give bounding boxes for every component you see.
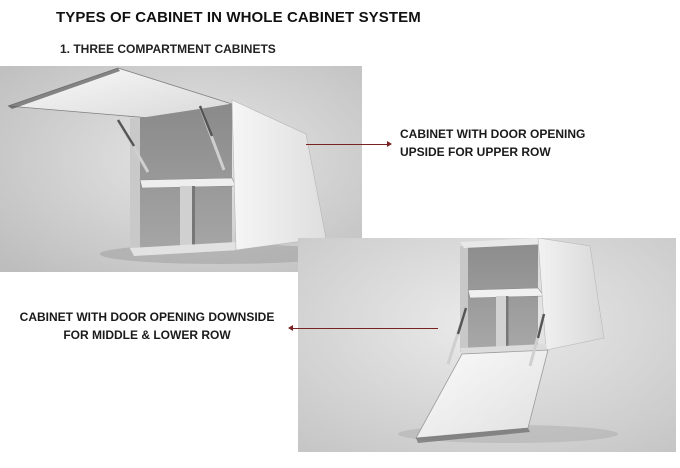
section-subtitle: 1. THREE COMPARTMENT CABINETS [60,42,276,56]
upper-pointer-arrow [306,141,392,147]
lower-cabinet-image [298,238,676,452]
upper-cabinet-caption: CABINET WITH DOOR OPENING UPSIDE FOR UPP… [400,125,585,161]
lower-pointer-arrow [288,325,438,331]
lower-caption-line-2: FOR MIDDLE & LOWER ROW [63,328,231,342]
lower-cabinet-caption: CABINET WITH DOOR OPENING DOWNSIDE FOR M… [6,308,288,344]
lower-caption-line-1: CABINET WITH DOOR OPENING DOWNSIDE [19,310,275,324]
upper-caption-line-1: CABINET WITH DOOR OPENING [400,127,586,141]
upper-caption-line-2: UPSIDE FOR UPPER ROW [400,145,551,159]
page-title: TYPES OF CABINET IN WHOLE CABINET SYSTEM [56,9,421,26]
upper-cabinet-image [0,66,362,272]
